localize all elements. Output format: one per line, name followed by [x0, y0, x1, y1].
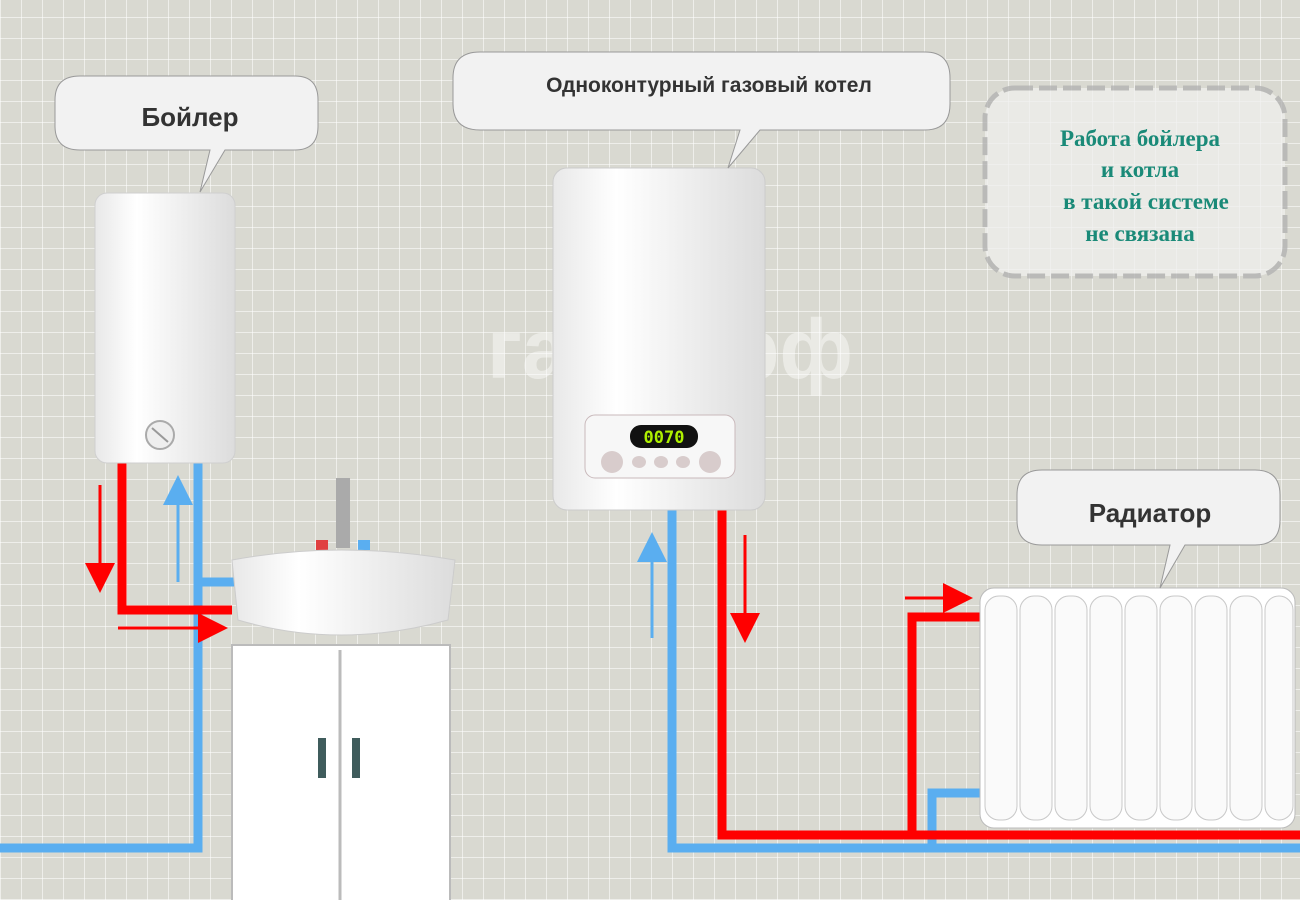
cold-pipe	[0, 462, 203, 853]
note-line: Работа бойлера	[1060, 126, 1221, 151]
display	[630, 425, 698, 448]
return-pipe-branch	[927, 788, 985, 848]
heating-pipes	[667, 510, 1300, 853]
note-line: в такой системе	[1063, 189, 1229, 214]
flow-arrows-boiler	[85, 475, 228, 643]
water-heater	[94, 192, 236, 464]
flow-arrows-heating	[637, 532, 973, 643]
note-line: не связана	[1085, 221, 1195, 246]
button-icon	[654, 456, 668, 468]
button-icon	[676, 456, 690, 468]
handle	[352, 738, 360, 778]
gas-boiler: 0070	[552, 167, 766, 511]
button-icon	[632, 456, 646, 468]
radiator	[979, 587, 1296, 829]
gas-boiler-label: Одноконтурный газовый котел	[546, 74, 872, 97]
handle	[318, 738, 326, 778]
faucet	[336, 478, 350, 548]
return-pipe	[667, 510, 1300, 853]
button-icon	[601, 451, 623, 473]
basin	[231, 549, 456, 636]
radiator-callout: Радиатор	[1016, 469, 1281, 589]
boiler-label: Бойлер	[141, 102, 238, 132]
boiler-callout: Бойлер	[54, 75, 319, 193]
supply-pipe	[717, 510, 1300, 840]
radiator-label: Радиатор	[1089, 498, 1212, 528]
button-icon	[699, 451, 721, 473]
display-value: 0070	[644, 428, 685, 448]
sink	[231, 478, 456, 900]
gas-boiler-callout: Одноконтурный газовый котел	[452, 51, 951, 169]
note-box: Работа бойлера и котла в такой системе н…	[982, 85, 1288, 279]
supply-pipe-branch	[907, 612, 985, 835]
hot-pipe	[117, 462, 232, 615]
note-line: и котла	[1101, 157, 1180, 182]
boiler-pipes	[0, 462, 234, 853]
